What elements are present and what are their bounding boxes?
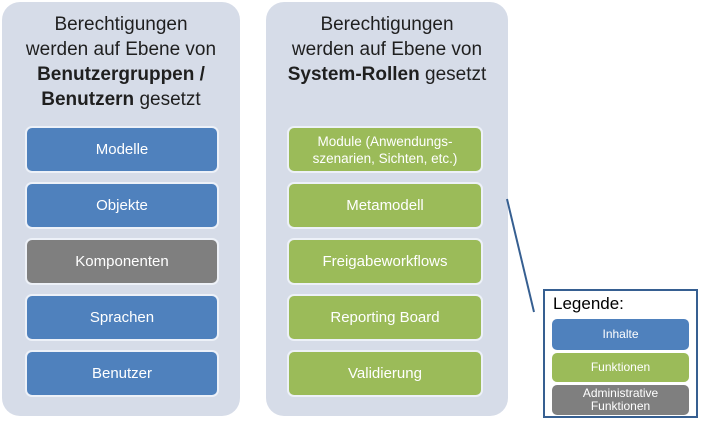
- box-komponenten[interactable]: Komponenten: [25, 238, 219, 285]
- box-module-line1: Module (Anwendungs-: [317, 133, 453, 149]
- header-line: werden auf Ebene von: [291, 39, 483, 60]
- header-line: Berechtigungen: [320, 14, 454, 35]
- box-objekte[interactable]: Objekte: [25, 182, 219, 229]
- legend-item-administrative-funktionen: Administrative Funktionen: [552, 385, 689, 415]
- header-line: Berechtigungen: [54, 14, 188, 35]
- panel-benutzergruppen: Berechtigungen werden auf Ebene von Benu…: [2, 2, 240, 416]
- box-sprachen[interactable]: Sprachen: [25, 294, 219, 341]
- legend-title: Legende:: [553, 294, 624, 313]
- panel-system-rollen-header: Berechtigungen werden auf Ebene von Syst…: [266, 12, 508, 87]
- box-metamodell[interactable]: Metamodell: [287, 182, 483, 229]
- panel-system-rollen: Berechtigungen werden auf Ebene von Syst…: [266, 2, 508, 416]
- legend-admin-line1: Administrative: [582, 386, 659, 400]
- box-validierung[interactable]: Validierung: [287, 350, 483, 397]
- legend-item-funktionen: Funktionen: [552, 353, 689, 382]
- box-module[interactable]: Module (Anwendungs- szenarien, Sichten, …: [287, 126, 483, 173]
- box-freigabeworkflows[interactable]: Freigabeworkflows: [287, 238, 483, 285]
- header-line: werden auf Ebene von: [25, 39, 217, 60]
- legend-item-inhalte: Inhalte: [552, 319, 689, 350]
- box-benutzer[interactable]: Benutzer: [25, 350, 219, 397]
- header-line: Benutzergruppen /: [37, 64, 205, 85]
- header-line: System-Rollen gesetzt: [287, 64, 487, 85]
- panel-benutzergruppen-header: Berechtigungen werden auf Ebene von Benu…: [2, 12, 240, 112]
- left-panel-boxes: Modelle Objekte Komponenten Sprachen Ben…: [25, 126, 219, 406]
- header-line: Benutzern gesetzt: [41, 89, 201, 110]
- legend-box: Legende: Inhalte Funktionen Administrati…: [543, 289, 698, 418]
- box-module-line2: szenarien, Sichten, etc.): [312, 150, 458, 166]
- box-reporting-board[interactable]: Reporting Board: [287, 294, 483, 341]
- legend-admin-line2: Funktionen: [590, 399, 651, 413]
- legend-items: Inhalte Funktionen Administrative Funkti…: [552, 319, 689, 418]
- box-modelle[interactable]: Modelle: [25, 126, 219, 173]
- right-panel-boxes: Module (Anwendungs- szenarien, Sichten, …: [287, 126, 483, 406]
